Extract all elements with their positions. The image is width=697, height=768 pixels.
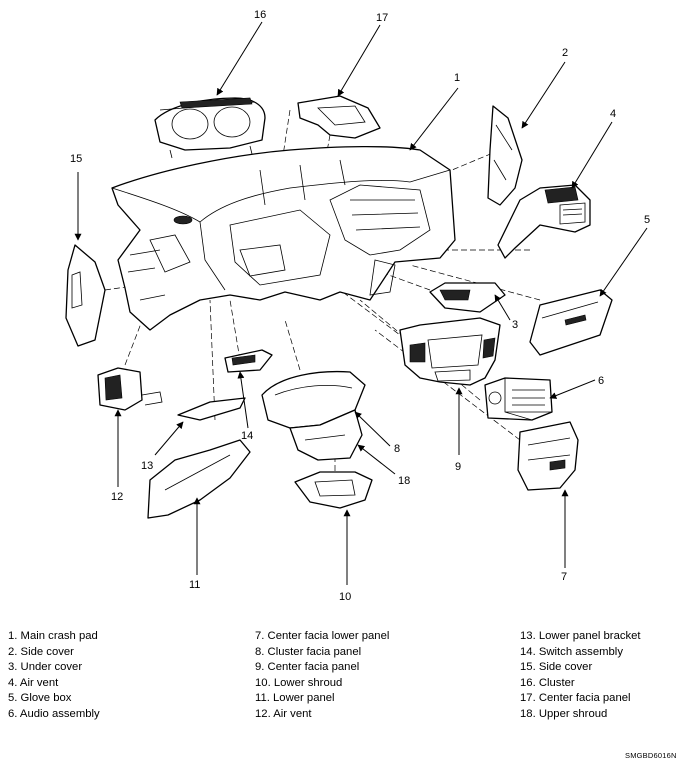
legend-item: 5. Glove box xyxy=(8,692,72,704)
legend-item: 2. Side cover xyxy=(8,645,74,658)
callout-3: 3 xyxy=(512,319,518,331)
upper-shroud xyxy=(289,409,363,461)
legend-item: 9. Center facia panel xyxy=(255,661,360,673)
air-vent-left xyxy=(97,367,163,411)
callout-4: 4 xyxy=(610,108,616,120)
callout-13: 13 xyxy=(141,460,153,472)
lower-panel-bracket xyxy=(177,397,246,421)
legend-item: 15. Side cover xyxy=(520,661,593,673)
callout-17: 17 xyxy=(376,12,388,24)
legend-item: 11. Lower panel xyxy=(255,692,335,704)
lower-shroud xyxy=(294,471,373,509)
legend-item: 13. Lower panel bracket xyxy=(520,630,641,642)
legend-column-3: 13. Lower panel bracket 14. Switch assem… xyxy=(520,629,641,722)
air-vent-right xyxy=(497,184,591,259)
under-cover xyxy=(429,282,506,313)
legend-item: 4. Air vent xyxy=(8,676,59,689)
legend-item: 3. Under cover xyxy=(8,661,83,673)
center-facia-panel-top xyxy=(297,95,381,139)
callout-12: 12 xyxy=(111,491,123,503)
audio-assembly xyxy=(484,377,553,421)
main-crash-pad xyxy=(111,145,456,331)
callout-leaders xyxy=(74,21,648,585)
callout-6: 6 xyxy=(598,375,604,387)
callout-14: 14 xyxy=(241,430,253,442)
legend-item: 8. Cluster facia panel xyxy=(255,645,362,658)
switch-assembly xyxy=(224,349,273,373)
drawing-code: SMGBD6016N xyxy=(625,751,677,760)
legend-item: 16. Cluster xyxy=(520,676,575,689)
legend-item: 6. Audio assembly xyxy=(8,707,100,720)
callout-8: 8 xyxy=(394,443,400,455)
callout-2: 2 xyxy=(562,47,568,59)
center-facia-panel xyxy=(399,317,501,386)
legend-item: 12. Air vent xyxy=(255,707,312,720)
dashboard-exploded-view: 1 2 3 4 5 6 7 8 9 10 11 12 13 14 15 16 1… xyxy=(65,9,650,600)
callout-9: 9 xyxy=(455,461,461,473)
callout-11: 11 xyxy=(189,579,200,591)
side-cover-left xyxy=(65,244,106,347)
callout-10: 10 xyxy=(339,591,351,600)
center-facia-lower-panel xyxy=(517,421,579,491)
legend-item: 10. Lower shroud xyxy=(255,676,343,689)
callout-16: 16 xyxy=(254,9,266,21)
legend-column-1: 1. Main crash pad 2. Side cover 3. Under… xyxy=(8,629,100,722)
legend-column-2: 7. Center facia lower panel 8. Cluster f… xyxy=(255,629,389,722)
cluster xyxy=(154,97,266,159)
legend-item: 1. Main crash pad xyxy=(8,630,98,642)
legend-item: 14. Switch assembly xyxy=(520,645,623,658)
legend-item: 18. Upper shroud xyxy=(520,707,608,720)
side-cover-right xyxy=(487,105,523,206)
callout-labels: 1 2 3 4 5 6 7 8 9 10 11 12 13 14 15 16 1… xyxy=(70,9,650,600)
callout-1: 1 xyxy=(454,72,460,84)
callout-7: 7 xyxy=(561,571,567,583)
legend-item: 7. Center facia lower panel xyxy=(255,630,390,642)
callout-18: 18 xyxy=(398,475,410,487)
lower-panel xyxy=(147,439,251,519)
legend-item: 17. Center facia panel xyxy=(520,692,631,704)
callout-15: 15 xyxy=(70,153,82,165)
glove-box xyxy=(529,289,613,356)
callout-5: 5 xyxy=(644,214,650,226)
